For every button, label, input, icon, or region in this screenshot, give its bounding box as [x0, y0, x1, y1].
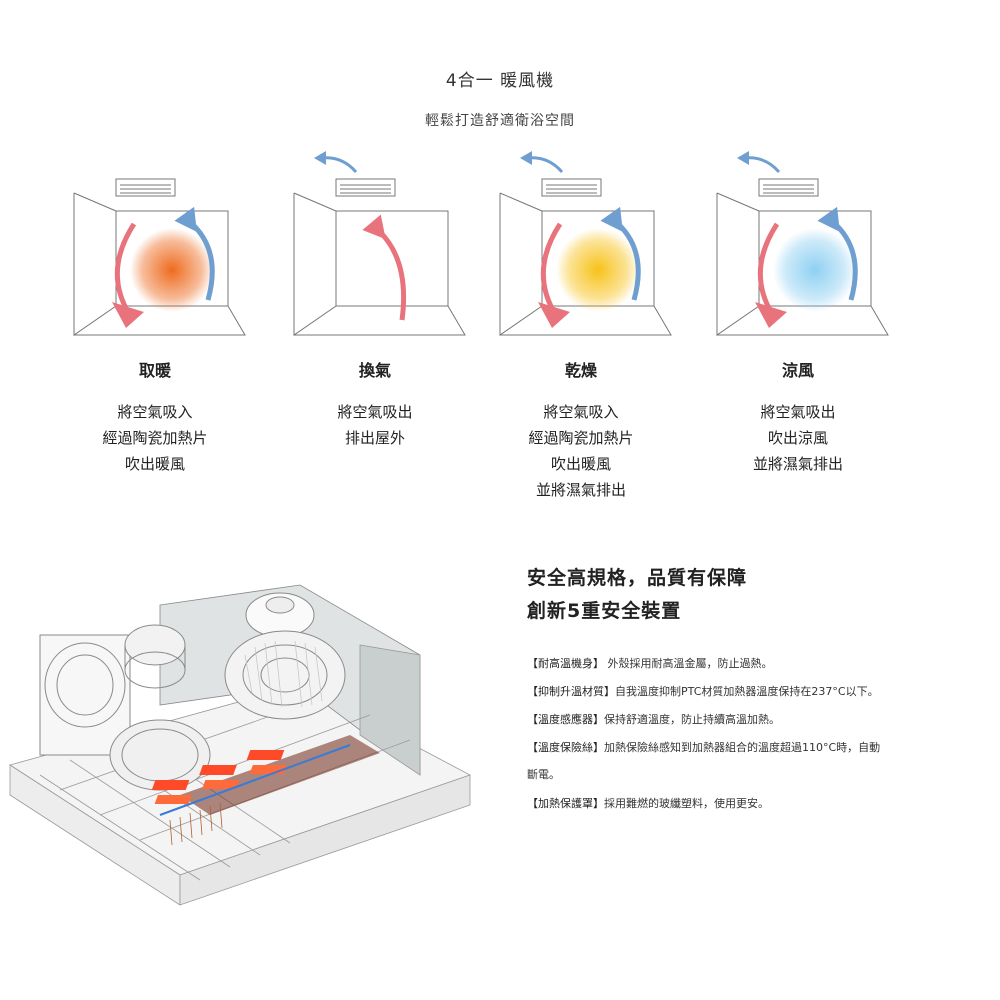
safety-heading: 安全高規格，品質有保障	[527, 567, 748, 589]
safety-feature: 【抑制升溫材質】自我溫度抑制PTC材質加熱器溫度保持在237°C以下。	[527, 685, 879, 698]
mode-name: 換氣	[358, 361, 391, 380]
safety-feature-continued: 斷電。	[527, 768, 560, 781]
safety-feature: 【加熱保護罩】採用難燃的玻纖塑料，使用更安。	[527, 797, 769, 810]
safety-feature: 【溫度保險絲】加熱保險絲感知到加熱器組合的溫度超過110°C時，自動	[527, 741, 881, 754]
mode-name: 涼風	[781, 361, 814, 380]
page-subtitle: 輕鬆打造舒適衛浴空間	[425, 113, 575, 129]
mode-cooling: 涼風 將空氣吸出 吹出涼風 並將濕氣排出	[693, 150, 903, 473]
mode-name: 取暖	[138, 361, 171, 380]
drying-room-diagram	[499, 151, 672, 336]
mode-drying: 乾燥 將空氣吸入 經過陶瓷加熱片 吹出暖風 並將濕氣排出	[476, 150, 686, 499]
ventilation-room-diagram	[293, 151, 466, 336]
mode-heating: 取暖 將空氣吸入 經過陶瓷加熱片 吹出暖風	[50, 150, 260, 473]
heating-room-diagram	[73, 178, 246, 336]
mode-description: 將空氣吸出 吹出涼風 並將濕氣排出	[752, 403, 843, 473]
mode-description: 將空氣吸入 經過陶瓷加熱片 吹出暖風	[102, 403, 208, 473]
mode-description: 將空氣吸入 經過陶瓷加熱片 吹出暖風 並將濕氣排出	[528, 403, 634, 499]
safety-feature: 【溫度感應器】保持舒適溫度，防止持續高溫加熱。	[527, 713, 780, 726]
heater-cutaway-illustration	[9, 584, 472, 906]
page-title: 4合一 暖風機	[445, 71, 555, 91]
mode-description: 將空氣吸出 排出屋外	[337, 403, 413, 447]
cooling-room-diagram	[716, 151, 889, 336]
mode-ventilation: 換氣 將空氣吸出 排出屋外	[270, 150, 480, 447]
safety-feature: 【耐高溫機身】 外殼採用耐高溫金屬，防止過熱。	[527, 657, 773, 670]
heater-element	[151, 735, 380, 846]
mode-name: 乾燥	[564, 361, 597, 380]
safety-subheading: 創新5重安全裝置	[527, 600, 682, 622]
